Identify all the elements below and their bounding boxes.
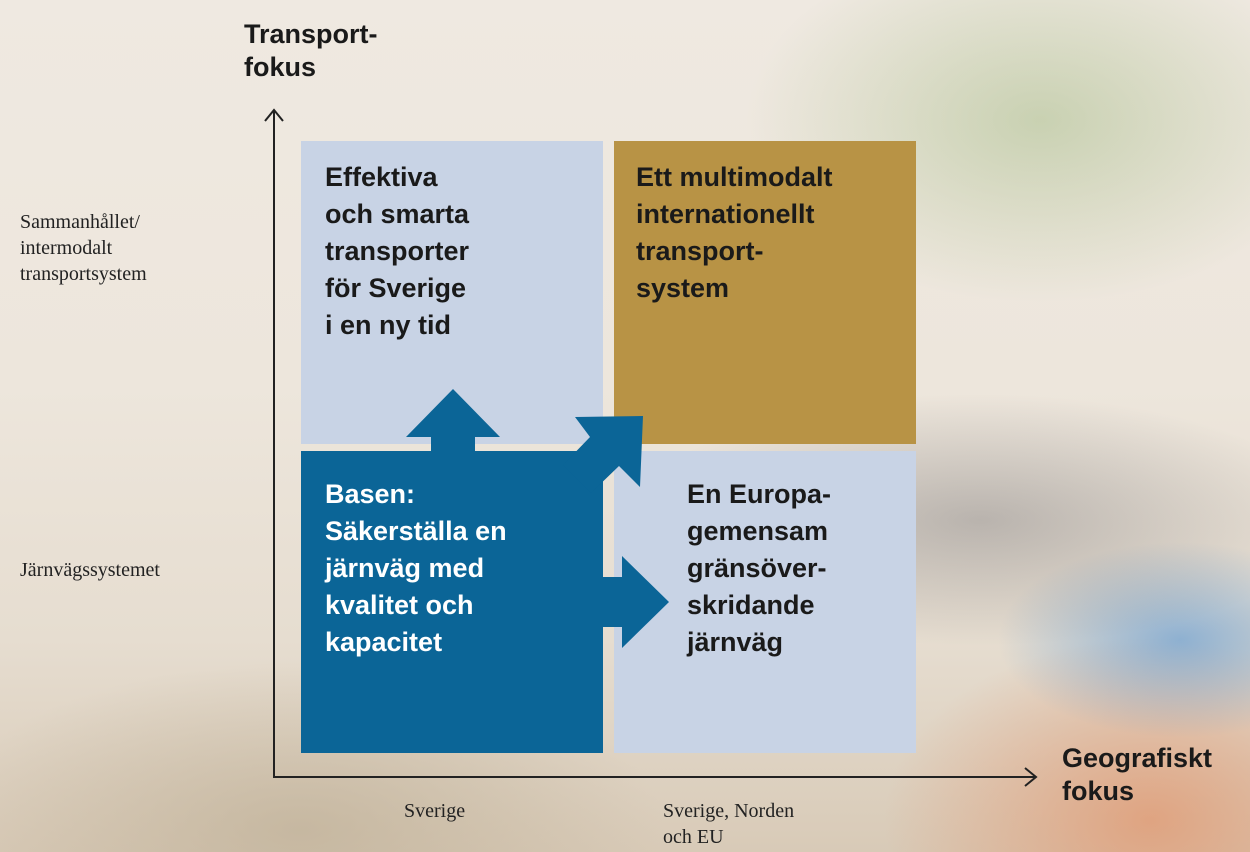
y-axis-title: Transport- fokus (244, 19, 378, 82)
quadrant-bottom-right-text: En Europa- gemensam gränsöver- skridande… (687, 479, 832, 657)
x-level-label-sverige: Sverige (404, 800, 466, 822)
y-axis-arrowhead (264, 108, 284, 122)
up-arrow (406, 389, 500, 452)
quadrant-top-right: Ett multimodalt internationellt transpor… (614, 141, 916, 444)
x-axis-title: Geografiskt fokus (1062, 743, 1213, 806)
x-axis-arrowhead (1024, 767, 1038, 787)
quadrant-top-left-text: Effektiva och smarta transporter för Sve… (325, 162, 470, 340)
right-arrow (598, 556, 669, 648)
quadrant-bottom-left: Basen: Säkerställa en järnväg med kvalit… (301, 451, 603, 753)
x-level-label-sverige-norden-eu: Sverige, Norden och EU (663, 800, 795, 848)
quadrant-bottom-right: En Europa- gemensam gränsöver- skridande… (614, 451, 916, 753)
diagonal-arrow (563, 416, 643, 493)
y-level-label-intermodal: Sammanhållet/ intermodalt transportsyste… (20, 211, 147, 285)
quadrant-top-right-text: Ett multimodalt internationellt transpor… (636, 162, 833, 303)
y-level-label-railway: Järnvägssystemet (20, 559, 160, 581)
quadrant-bottom-left-text: Basen: Säkerställa en järnväg med kvalit… (325, 479, 507, 657)
